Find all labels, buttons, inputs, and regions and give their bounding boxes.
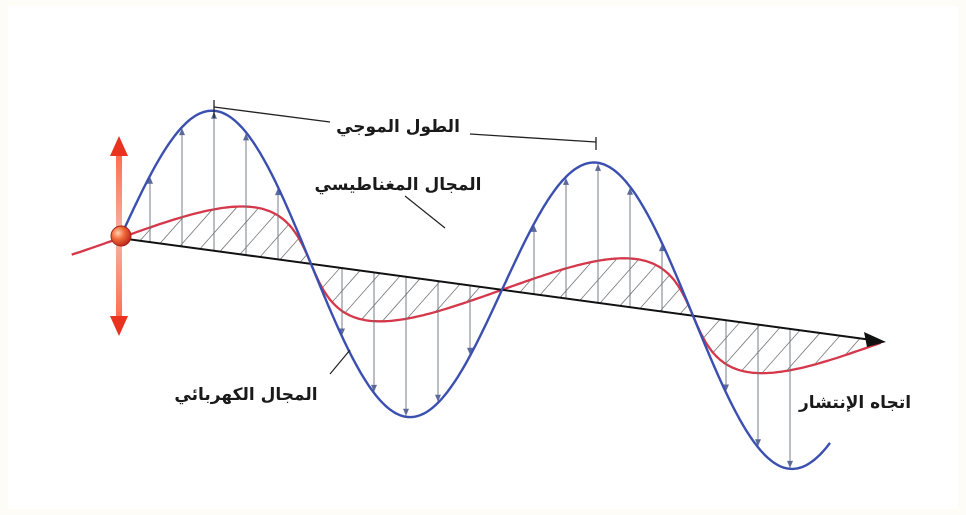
magnetic-field-vector [519, 279, 532, 293]
magnetic-field-vector [814, 335, 841, 365]
propagation-axis [119, 237, 873, 341]
magnetic-field-vector [382, 278, 421, 322]
magnetic-field-vector [741, 327, 781, 372]
vector-arrowhead-icon [755, 439, 761, 447]
magnetic-field-vector [559, 261, 592, 298]
magnetic-field-vector [786, 332, 821, 372]
electric-wave-curve [118, 109, 831, 471]
magnetic-label-leader [404, 195, 446, 229]
magnetic-field-vector [844, 338, 861, 356]
magnetic-field-vector [703, 319, 721, 339]
vector-arrowhead-icon [467, 347, 473, 355]
magnetic-field-vector [321, 267, 341, 289]
magnetic-field-vector [659, 288, 681, 312]
magnetic-field-vector [279, 238, 300, 260]
vector-arrowhead-icon [243, 133, 249, 141]
propagation-direction-label: اتجاه الإنتشار [798, 393, 911, 413]
electric-field-label: المجال الكهربائي [174, 385, 317, 405]
magnetic-field-vector [344, 273, 381, 314]
vector-arrowhead-icon [627, 187, 633, 195]
vector-arrowhead-icon [531, 224, 537, 232]
magnetic-field-vector [361, 275, 401, 320]
vector-arrowhead-icon [435, 394, 441, 402]
electric-field-vectors [147, 110, 793, 469]
electric-field-wave [118, 109, 831, 471]
vector-arrowhead-icon [371, 384, 377, 392]
magnetic-field-label: المجال المغناطيسي [315, 175, 482, 195]
vector-arrowhead-icon [595, 163, 601, 171]
figure-card [8, 6, 958, 509]
magnetic-field-vector [725, 324, 761, 365]
vector-arrowhead-icon [659, 244, 665, 252]
vector-arrowhead-icon [723, 384, 729, 392]
magnetic-field-vector [639, 274, 670, 309]
wavelength-bracket [213, 100, 597, 150]
magnetic-field-wave [71, 205, 882, 375]
magnetic-field-vector [199, 206, 238, 250]
magnetic-field-vector [579, 258, 618, 301]
magnetic-field-vector [679, 304, 689, 315]
electric-label-leader [329, 349, 351, 375]
magnetic-field-vector [331, 270, 361, 303]
propagation-arrowhead-icon [864, 332, 886, 347]
magnetic-wave-curve [71, 205, 882, 375]
vector-arrowhead-icon [275, 188, 281, 196]
charge-dot-icon [110, 225, 132, 247]
magnetic-field-vector [599, 259, 639, 304]
magnetic-field-vector [406, 281, 441, 319]
vector-arrowhead-icon [339, 328, 345, 336]
wavelength-label: الطول الموجي [336, 117, 460, 137]
magnetic-field-vector [435, 283, 461, 313]
vector-arrowhead-icon [563, 177, 569, 185]
magnetic-field-vector [179, 209, 213, 247]
vector-arrowhead-icon [147, 176, 153, 184]
magnetic-field-vector [259, 224, 290, 258]
magnetic-field-vector [159, 216, 184, 244]
magnetic-field-vector [466, 286, 481, 303]
magnetic-field-vector [299, 254, 308, 263]
magnetic-field-vector [219, 207, 259, 252]
magnetic-field-vector [619, 264, 657, 307]
vector-arrowhead-icon [787, 460, 793, 468]
magnetic-field-vector [761, 329, 801, 374]
magnetic-field-vector [712, 321, 741, 353]
magnetic-field-vector [539, 269, 563, 296]
magnetic-field-vector [239, 213, 276, 255]
vector-arrowhead-icon [179, 128, 185, 136]
vector-arrowhead-icon [403, 408, 409, 416]
